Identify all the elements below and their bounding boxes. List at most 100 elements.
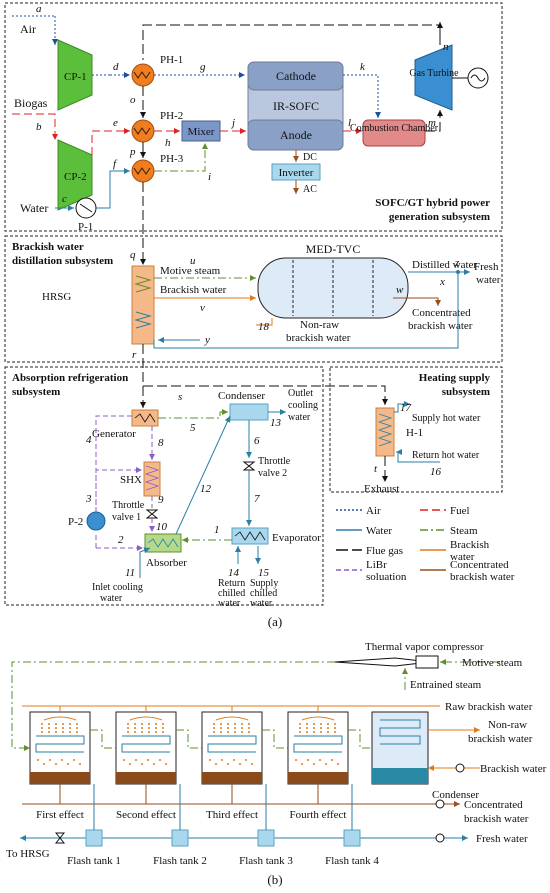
stream-b: b <box>36 121 42 133</box>
effect-drop <box>153 763 155 765</box>
to-hrsg-valve <box>54 832 66 844</box>
spray-drop <box>313 727 315 729</box>
cathode-label: Cathode <box>276 69 316 83</box>
motive-label: Motive steam <box>462 657 523 669</box>
spray-drop <box>76 723 78 725</box>
effect-drop <box>301 763 303 765</box>
spray-drop <box>241 731 243 733</box>
effect-drop <box>37 759 39 761</box>
spray-drop <box>213 723 215 725</box>
spray-drop <box>227 731 229 733</box>
supply-hot-label: Supply hot water <box>412 413 481 424</box>
vapor-line <box>176 729 202 749</box>
p2-pump <box>86 511 106 531</box>
entrained-label: Entrained steam <box>410 679 482 691</box>
stream-v: v <box>200 302 205 314</box>
effect-drop <box>147 759 149 761</box>
stream-e: e <box>113 117 118 129</box>
evaporator-coil <box>234 531 266 541</box>
effect-drop <box>55 763 57 765</box>
air-label: Air <box>20 22 36 36</box>
h1-coil <box>377 413 393 447</box>
effect-tube <box>121 735 171 753</box>
effect-tube <box>293 735 343 753</box>
spray-drop <box>248 727 250 729</box>
stream-11-line <box>139 547 151 578</box>
spray-drop <box>141 723 143 725</box>
effect-spray <box>301 716 335 721</box>
stream-d: d <box>113 61 119 73</box>
spray-drop <box>127 731 129 733</box>
abs-title-2: subsystem <box>12 386 60 398</box>
stream-k-line <box>343 74 381 118</box>
spray-drop <box>155 723 157 725</box>
tvc-inlet <box>415 655 439 669</box>
brackish-b-label: Brackish water <box>480 763 547 775</box>
stream-f: f <box>113 158 118 170</box>
condenser-label: Condenser <box>218 390 265 402</box>
state-11: 11 <box>125 567 135 579</box>
throttle1-label-2: valve 1 <box>112 512 141 523</box>
caption-a: (a) <box>268 614 282 629</box>
effect-drop <box>141 763 143 765</box>
to-hrsg-label: To HRSG <box>6 848 50 860</box>
flash-tank-label: Flash tank 2 <box>153 855 207 867</box>
cp1-compressor <box>57 39 93 111</box>
spray-drop <box>134 723 136 725</box>
return-chilled-2: chilled <box>218 588 245 599</box>
sofc-title-2: generation subsystem <box>389 211 490 223</box>
state-2: 2 <box>118 534 124 546</box>
water-label: Water <box>20 201 48 215</box>
stream-s-line <box>143 385 388 405</box>
effect-drop <box>73 759 75 761</box>
nonraw-label-1: Non-raw <box>300 319 339 331</box>
spray-drop <box>227 723 229 725</box>
spray-drop <box>234 723 236 725</box>
state-3: 3 <box>85 493 92 505</box>
stream-w: w <box>396 284 404 296</box>
spray-drop <box>148 727 150 729</box>
legend-label: Fuel <box>450 505 470 517</box>
spray-drop <box>241 727 243 729</box>
brackish-title-2: distillation subsystem <box>12 255 113 267</box>
stream-h: h <box>165 137 171 149</box>
spray-drop <box>320 727 322 729</box>
stream-s: s <box>178 391 182 403</box>
hrsg-label: HRSG <box>42 291 71 303</box>
effect-drop <box>233 759 235 761</box>
stream-y: y <box>204 334 210 346</box>
spray-drop <box>234 727 236 729</box>
spray-drop <box>220 727 222 729</box>
cp2-label: CP-2 <box>64 171 87 183</box>
spray-drop <box>41 727 43 729</box>
state-12: 12 <box>200 483 212 495</box>
effect-drop <box>43 763 45 765</box>
effect-brine <box>202 772 262 784</box>
stream-5-line <box>158 409 228 419</box>
anode-label: Anode <box>280 128 312 142</box>
legend-label: water <box>450 551 475 563</box>
spray-drop <box>299 731 301 733</box>
outlet-label-1: Outlet <box>288 388 313 399</box>
shx-box <box>143 461 161 497</box>
mixer-label: Mixer <box>188 126 215 138</box>
condenser-box <box>229 403 269 421</box>
legend-label: brackish water <box>450 571 515 583</box>
effect-spray <box>43 716 77 721</box>
effect-spray <box>129 716 163 721</box>
effect-brine <box>116 772 176 784</box>
effect-drop <box>135 759 137 761</box>
stream-w-line <box>393 297 441 306</box>
ph3-label: PH-3 <box>160 153 184 165</box>
effect-label: Fourth effect <box>290 809 347 821</box>
heating-subsystem-box <box>329 366 503 493</box>
ph2-label: PH-2 <box>160 110 183 122</box>
supply-chilled-2: chilled <box>250 588 277 599</box>
spray-drop <box>241 723 243 725</box>
stream-j: j <box>230 117 235 129</box>
spray-drop <box>306 727 308 729</box>
motive-steam-label: Motive steam <box>160 265 221 277</box>
stream-n-line <box>142 24 441 60</box>
